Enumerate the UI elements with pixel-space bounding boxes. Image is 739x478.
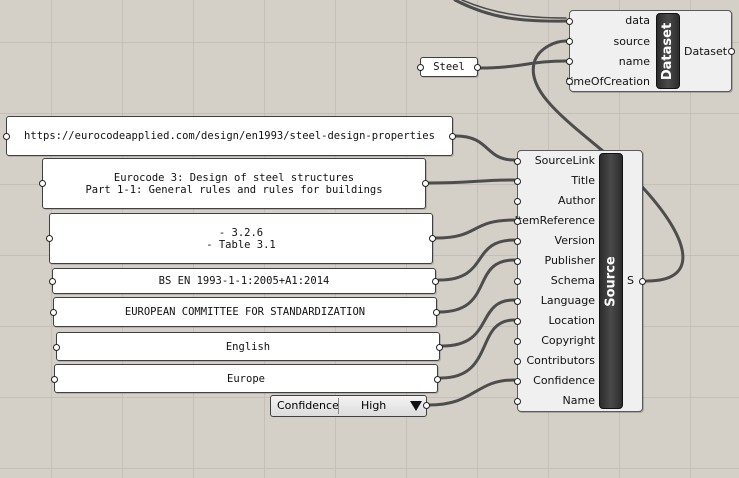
location-panel[interactable]: Europe [51,364,441,393]
source-grip-author[interactable] [514,198,521,205]
source-grip-location[interactable] [514,318,521,325]
source-input-language[interactable]: Language [540,294,595,307]
steel-panel-input-grip[interactable] [417,64,424,71]
dataset-grip-data[interactable] [566,18,573,25]
source-grip-copyright[interactable] [514,338,521,345]
source-input-copyright[interactable]: Copyright [541,334,595,347]
item-reference-panel[interactable]: - 3.2.6 - Table 3.1 [46,213,436,264]
source-input-confidence[interactable]: Confidence [533,374,595,387]
url-panel-input-grip[interactable] [3,133,10,140]
publisher-panel-text: EUROPEAN COMMITTEE FOR STANDARDIZATION [124,306,366,318]
confidence-value-list[interactable]: Confidence High [270,395,430,417]
dataset-output-dataset[interactable]: Dataset [684,45,728,58]
location-panel-output-grip[interactable] [434,376,441,383]
dataset-component[interactable]: data source name timeOfCreation Dataset … [566,10,735,92]
source-grip-schema[interactable] [514,278,521,285]
value-list-output-grip[interactable] [423,402,430,409]
wire-confidence-confidence [427,378,516,407]
source-grip-title[interactable] [514,178,521,185]
wire-data-a [453,0,568,23]
source-input-schema[interactable]: Schema [550,274,595,287]
url-panel-text: https://eurocodeapplied.com/design/en199… [24,130,435,142]
publisher-panel-input-grip[interactable] [50,309,57,316]
value-list-name: Confidence [277,399,339,412]
url-panel-output-grip[interactable] [449,133,456,140]
source-component[interactable]: SourceLink Title Author ItemReference Ve… [514,150,646,412]
source-input-sourcelink[interactable]: SourceLink [534,154,595,167]
source-input-location[interactable]: Location [548,314,595,327]
wire-title-title [427,178,516,185]
dataset-grip-source[interactable] [566,38,573,45]
source-component-label: Source [603,255,619,307]
version-panel-text: BS EN 1993-1-1:2005+A1:2014 [158,275,330,287]
dataset-input-time-of-creation[interactable]: timeOfCreation [566,75,650,88]
publisher-panel[interactable]: EUROPEAN COMMITTEE FOR STANDARDIZATION [50,297,440,327]
source-output-s[interactable]: S [627,274,634,287]
wire-location-location [439,318,516,380]
language-panel-text: English [225,340,271,353]
wire-itemref-itemref [434,218,516,240]
wire-language-language [440,298,516,348]
dataset-grip-time-of-creation[interactable] [566,78,573,85]
source-component-bar[interactable]: Source [599,153,623,409]
source-input-itemreference[interactable]: ItemReference [514,214,595,227]
wire-data-b [461,0,567,19]
source-grip-version[interactable] [514,238,521,245]
title-panel-text: Eurocode 3: Design of steel structures P… [85,171,383,196]
steel-panel-text: Steel [433,61,465,73]
wire-version-version [437,238,516,282]
dataset-component-label: Dataset [660,22,676,80]
steel-panel[interactable]: Steel [417,57,481,77]
dropdown-arrow-icon[interactable] [410,401,422,411]
item-reference-panel-text: - 3.2.6 - Table 3.1 [206,226,276,251]
source-input-version[interactable]: Version [554,234,595,247]
wire-publisher-publisher [437,258,516,314]
location-panel-text: Europe [227,372,265,385]
dataset-grip-name[interactable] [566,58,573,65]
source-input-author[interactable]: Author [557,194,595,207]
source-grip-name[interactable] [514,398,521,405]
publisher-panel-output-grip[interactable] [433,309,440,316]
dataset-grip-output[interactable] [728,48,735,55]
version-panel-output-grip[interactable] [432,278,439,285]
source-input-publisher[interactable]: Publisher [544,254,596,267]
dataset-input-name[interactable]: name [618,55,650,68]
value-list-selected-value[interactable]: High [361,399,387,412]
location-panel-input-grip[interactable] [51,376,58,383]
source-input-contributors[interactable]: Contributors [526,354,595,367]
language-panel-input-grip[interactable] [53,344,60,351]
title-panel-output-grip[interactable] [422,180,429,187]
language-panel-output-grip[interactable] [436,344,443,351]
source-grip-language[interactable] [514,298,521,305]
version-panel-input-grip[interactable] [49,278,56,285]
title-panel[interactable]: Eurocode 3: Design of steel structures P… [39,158,429,209]
dataset-component-bar[interactable]: Dataset [656,13,680,89]
source-grip-output[interactable] [639,278,646,285]
source-grip-confidence[interactable] [514,378,521,385]
version-panel[interactable]: BS EN 1993-1-1:2005+A1:2014 [49,268,439,294]
source-input-title[interactable]: Title [571,174,595,187]
language-panel[interactable]: English [53,332,443,361]
steel-panel-output-grip[interactable] [474,64,481,71]
value-list-divider [338,398,339,414]
dataset-input-data[interactable]: data [625,14,650,27]
item-reference-panel-input-grip[interactable] [46,235,53,242]
dataset-input-source[interactable]: source [613,35,650,48]
title-panel-input-grip[interactable] [39,180,46,187]
url-panel[interactable]: https://eurocodeapplied.com/design/en199… [3,116,456,156]
wire-url-sourcelink [454,134,516,162]
source-grip-itemreference[interactable] [514,218,521,225]
source-input-name[interactable]: Name [562,394,595,407]
wire-steel-name [478,59,568,70]
source-grip-contributors[interactable] [514,358,521,365]
source-grip-sourcelink[interactable] [514,158,521,165]
source-grip-publisher[interactable] [514,258,521,265]
item-reference-panel-output-grip[interactable] [429,235,436,242]
